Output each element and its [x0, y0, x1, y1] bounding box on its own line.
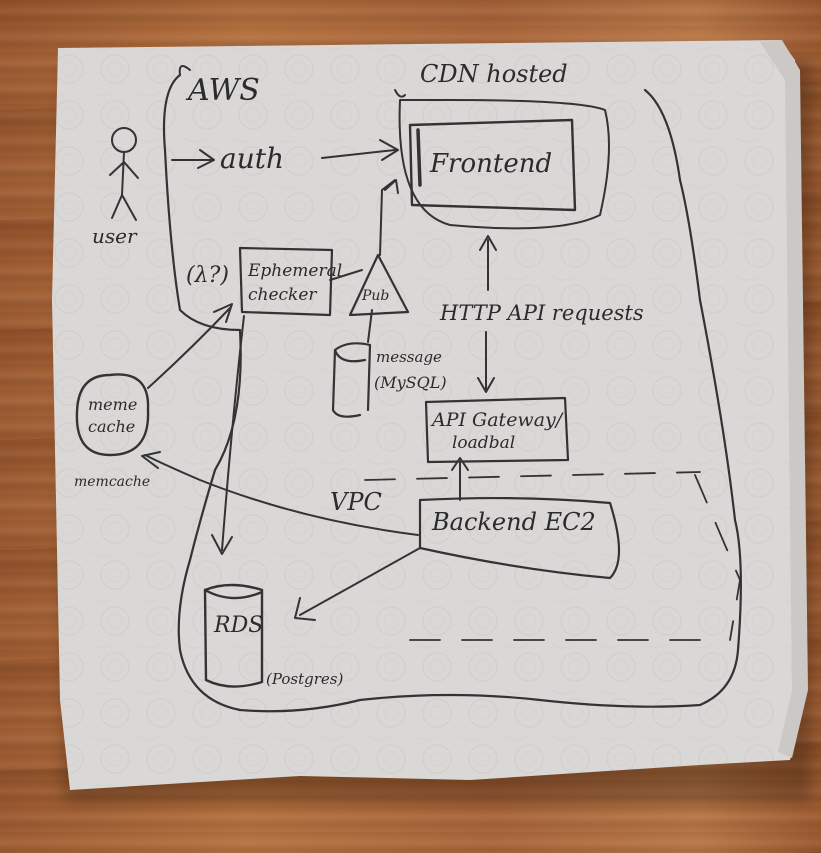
aws-label: AWS	[185, 73, 260, 108]
backend-to-rds-arrow	[294, 547, 421, 621]
message-storage-cylinder	[331, 342, 372, 418]
pubsub-to-frontend-arrow	[379, 179, 399, 256]
backend-label: Backend EC2	[431, 508, 596, 536]
vpc-label: VPC	[330, 488, 382, 516]
cdn-boundary	[398, 99, 610, 230]
http-up-arrow	[479, 235, 497, 291]
backend-box	[418, 496, 621, 580]
auth-label: auth	[220, 142, 284, 175]
napkin-texture	[52, 40, 805, 790]
postgres-label: (Postgres)	[266, 670, 343, 688]
user-icon	[109, 127, 139, 221]
api-gateway-label-2: loadbal	[452, 433, 515, 453]
pubsub-triangle	[348, 253, 410, 317]
napkin-folded-edge	[760, 40, 808, 758]
memcache-caption: memcache	[74, 474, 150, 490]
rds-cylinder	[203, 583, 264, 688]
frontend-label: Frontend	[429, 149, 552, 179]
checker-to-pubsub-line	[329, 269, 363, 281]
memcache-label-1: meme	[88, 395, 137, 414]
pubsub-to-storage-line	[367, 309, 373, 343]
memcache-label-2: cache	[88, 417, 135, 436]
http-requests-label: HTTP API requests	[439, 301, 644, 325]
http-down-arrow	[477, 331, 495, 393]
aws-boundary-line	[162, 73, 742, 713]
storage-label-2: (MySQL)	[374, 373, 447, 392]
rds-label: RDS	[213, 613, 263, 638]
api-gateway-box	[424, 396, 570, 464]
memcache-to-checker-arrow	[147, 303, 233, 389]
checker-to-rds-arrow	[211, 315, 245, 555]
ephemeral-label-2: checker	[248, 285, 317, 305]
pubsub-label: Pub	[361, 288, 389, 304]
api-gateway-label-1: API Gateway/	[430, 409, 564, 431]
memcache-circle	[75, 373, 150, 457]
auth-to-frontend-arrow	[321, 139, 399, 161]
user-to-auth-arrow	[171, 149, 215, 169]
ephemeral-label-1: Ephemeral	[247, 261, 342, 281]
backend-to-memcache-arrow	[141, 451, 419, 536]
cdn-hosted-label: CDN hosted	[420, 60, 568, 88]
storage-label-1: message	[376, 348, 442, 366]
gateway-backend-arrow	[451, 457, 469, 501]
vpc-boundary	[364, 471, 741, 641]
ephemeral-checker-box	[238, 246, 334, 317]
lambda-label: (λ?)	[186, 263, 229, 288]
user-label: user	[92, 224, 138, 248]
frontend-box	[408, 118, 577, 212]
